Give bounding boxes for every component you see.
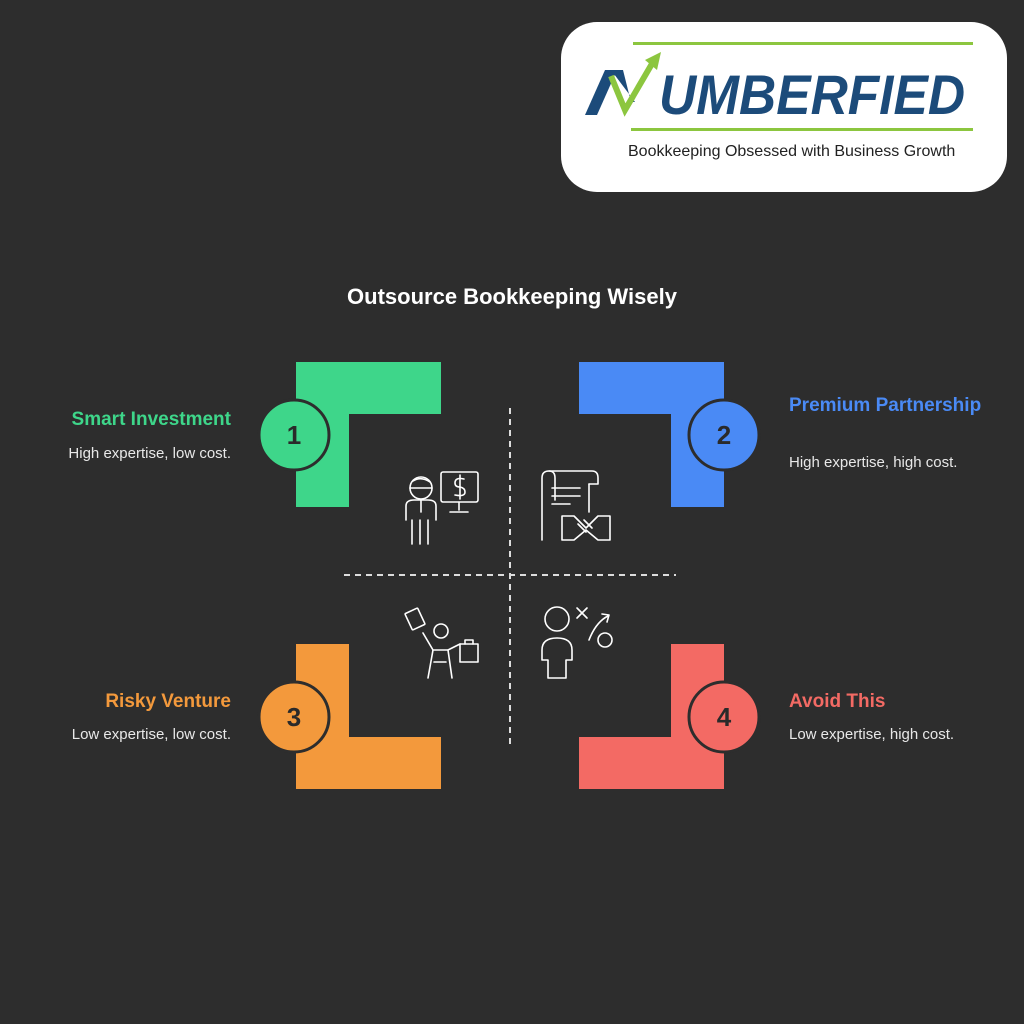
quadrant-2-number: 2 [717, 420, 731, 450]
quadrant-4-bracket [579, 644, 724, 789]
person-strategy-icon [541, 606, 613, 679]
quadrant-2-bracket [579, 362, 724, 507]
contract-handshake-icon [541, 470, 611, 541]
logo-bottom-line [631, 128, 973, 131]
quadrant-3-bracket [296, 644, 441, 789]
logo-card: UMBERFIED Bookkeeping Obsessed with Busi… [561, 22, 1007, 192]
person-juggling-icon [404, 607, 479, 679]
quadrant-3-title: Risky Venture [105, 691, 231, 712]
quadrant-4-title: Avoid This [789, 691, 886, 712]
logo-wordmark: UMBERFIED [659, 63, 965, 126]
quadrant-4-description: Low expertise, high cost. [789, 726, 955, 743]
quadrant-1-title: Smart Investment [71, 409, 231, 430]
quadrant-1-number: 1 [287, 420, 301, 450]
quadrant-2-description: High expertise, high cost. [789, 454, 958, 471]
page-title: Outsource Bookkeeping Wisely [347, 284, 677, 309]
expert-finance-icon [405, 471, 479, 545]
quadrant-1-badge [257, 398, 331, 472]
quadrant-1-bracket [296, 362, 441, 507]
quadrant-2-title: Premium Partnership [789, 395, 982, 416]
quadrant-1-description: High expertise, low cost. [68, 445, 231, 462]
quadrant-2-badge [687, 398, 761, 472]
growth-arrow-icon [585, 52, 661, 117]
logo-tagline: Bookkeeping Obsessed with Business Growt… [628, 143, 956, 160]
quadrant-4-badge [687, 680, 761, 754]
numberfied-logo: UMBERFIED [585, 42, 973, 131]
quadrant-3-number: 3 [287, 702, 301, 732]
quadrant-3-badge [257, 680, 331, 754]
quadrant-3-description: Low expertise, low cost. [71, 726, 231, 743]
quadrant-4-number: 4 [717, 702, 732, 732]
logo-top-line [633, 42, 973, 45]
